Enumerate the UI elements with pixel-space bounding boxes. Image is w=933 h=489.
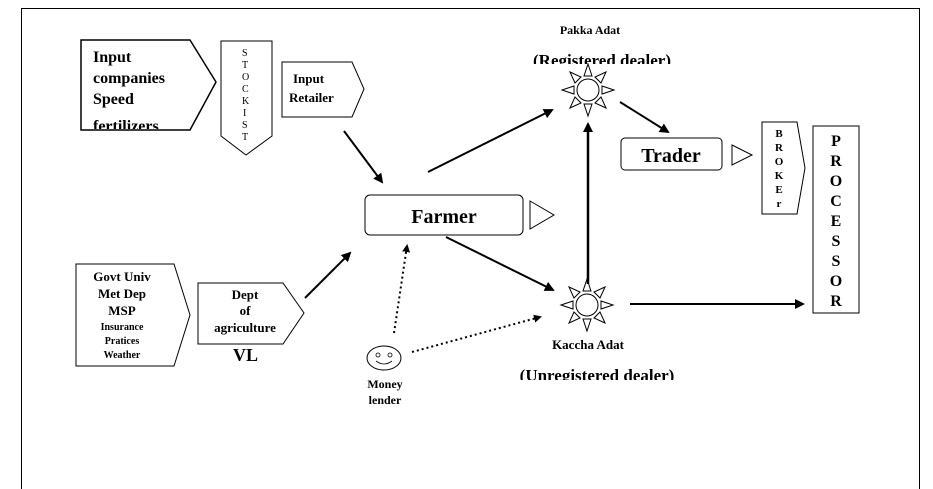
govt-line-1: Govt Univ	[93, 269, 151, 284]
dept-sub: VL	[233, 345, 258, 365]
dept-node: Dept of agriculture VL	[197, 282, 305, 365]
trader-triangle	[731, 144, 754, 166]
stockist-node: S T O C K I S T	[220, 40, 273, 156]
processor-letter-5: E	[831, 213, 842, 230]
farmer-label: Farmer	[411, 206, 477, 228]
broker-letter-2: R	[775, 142, 784, 154]
processor-letter-7: S	[832, 253, 841, 270]
broker-letter-5: E	[775, 184, 782, 196]
input-retailer-node: Input Retailer	[281, 61, 365, 118]
money-lender-node: Money lender	[366, 345, 403, 407]
processor-letter-4: C	[830, 193, 842, 210]
money-lender-line-2: lender	[369, 393, 402, 407]
input-companies-line-1: Input	[93, 49, 132, 66]
input-companies-line-3: Speed	[93, 91, 134, 108]
stockist-letter-3: O	[242, 72, 249, 83]
kaccha-adat-node: Kaccha Adat (Unregistered dealer)	[520, 277, 675, 385]
input-retailer-line-2: Retailer	[289, 90, 334, 105]
processor-letter-6: S	[832, 233, 841, 250]
govt-line-4: Insurance	[101, 322, 144, 333]
pakka-adat-sub: (Registered dealer)	[533, 51, 671, 70]
arrow-pakka-to-trader	[619, 101, 670, 134]
processor-letter-8: O	[830, 273, 842, 290]
arrow-dept-to-farmer	[304, 251, 352, 299]
stockist-letter-5: K	[242, 96, 250, 107]
input-companies-line-4: fertilizers	[93, 118, 159, 135]
broker-letter-1: B	[775, 128, 783, 140]
money-lender-line-1: Money	[367, 377, 402, 391]
arrow-farmer-to-kaccha	[445, 236, 555, 291]
broker-node: B R O K E r	[761, 121, 806, 215]
farmer-triangle	[529, 200, 555, 230]
arrow-retailer-to-farmer	[343, 130, 384, 184]
dotted-arrow-lender-to-farmer	[393, 244, 411, 334]
input-companies-node: Input companies Speed fertilizers	[80, 39, 217, 135]
processor-letter-3: O	[830, 173, 842, 190]
input-retailer-line-1: Input	[293, 71, 325, 86]
outer-border	[21, 8, 920, 489]
processor-letter-2: R	[830, 153, 842, 170]
arrow-farmer-to-pakka	[427, 109, 554, 173]
kaccha-adat-sub: (Unregistered dealer)	[520, 366, 675, 385]
dept-line-1: Dept	[232, 287, 259, 302]
stockist-letter-7: S	[242, 120, 248, 131]
dotted-arrow-lender-to-kaccha	[411, 314, 542, 353]
farmer-node: Farmer	[364, 194, 555, 236]
stockist-letter-6: I	[243, 108, 246, 119]
pakka-adat-sun-icon	[560, 62, 616, 118]
stockist-letter-8: T	[242, 132, 248, 143]
kaccha-adat-title: Kaccha Adat	[552, 337, 625, 352]
govt-line-6: Weather	[104, 350, 141, 361]
govt-line-5: Pratices	[105, 336, 140, 347]
processor-node: P R O C E S S O R	[812, 125, 860, 314]
dept-line-3: agriculture	[214, 320, 276, 335]
govt-line-2: Met Dep	[98, 286, 146, 301]
input-companies-line-2: companies	[93, 70, 165, 87]
kaccha-adat-sun-icon	[559, 277, 615, 333]
pakka-adat-node: Pakka Adat (Registered dealer)	[533, 23, 671, 118]
broker-letter-4: K	[775, 170, 784, 182]
processor-letter-1: P	[831, 133, 841, 150]
govt-line-3: MSP	[108, 303, 136, 318]
trader-node: Trader	[620, 137, 754, 171]
broker-letter-3: O	[775, 156, 784, 168]
smiley-icon	[366, 345, 402, 371]
stockist-letter-2: T	[242, 60, 248, 71]
stockist-letter-4: C	[242, 84, 249, 95]
processor-letter-9: R	[830, 293, 842, 310]
broker-letter-6: r	[777, 198, 782, 210]
stockist-letter-1: S	[242, 48, 248, 59]
pakka-adat-title: Pakka Adat	[560, 23, 620, 37]
govt-node: Govt Univ Met Dep MSP Insurance Pratices…	[75, 263, 191, 367]
dept-line-2: of	[240, 303, 252, 318]
trader-label: Trader	[641, 145, 701, 167]
